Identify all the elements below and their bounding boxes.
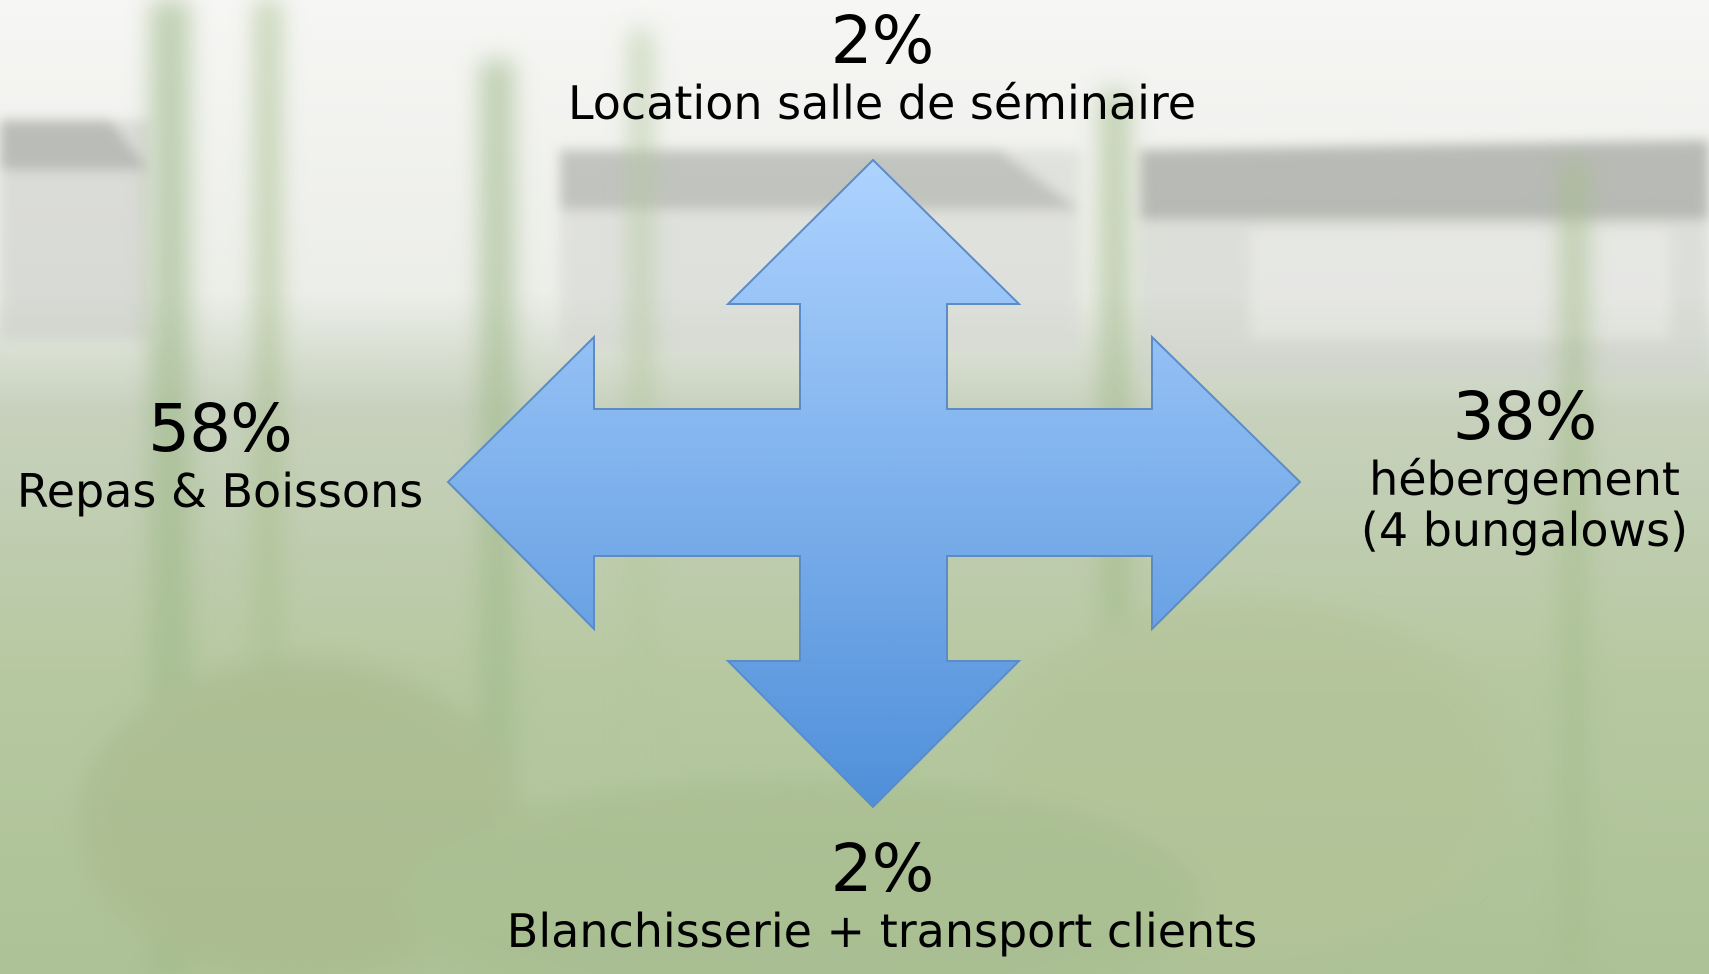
bottom-percent: 2% xyxy=(830,830,935,907)
left-description: Repas & Boissons xyxy=(16,463,424,518)
top-segment-label: 2% Location salle de séminaire xyxy=(520,4,1244,129)
top-percent: 2% xyxy=(830,2,935,79)
arrow-polygon xyxy=(446,158,1302,809)
top-description: Location salle de séminaire xyxy=(567,75,1197,130)
right-description-line1: hébergement xyxy=(1369,451,1680,506)
right-segment-label: 38% hébergement (4 bungalows) xyxy=(1340,380,1709,557)
right-description-line2: (4 bungalows) xyxy=(1360,503,1689,558)
left-percent: 58% xyxy=(148,390,293,467)
left-segment-label: 58% Repas & Boissons xyxy=(0,392,440,517)
bottom-description: Blanchisserie + transport clients xyxy=(506,903,1258,958)
right-percent: 38% xyxy=(1452,378,1598,455)
bottom-segment-label: 2% Blanchisserie + transport clients xyxy=(460,832,1304,957)
